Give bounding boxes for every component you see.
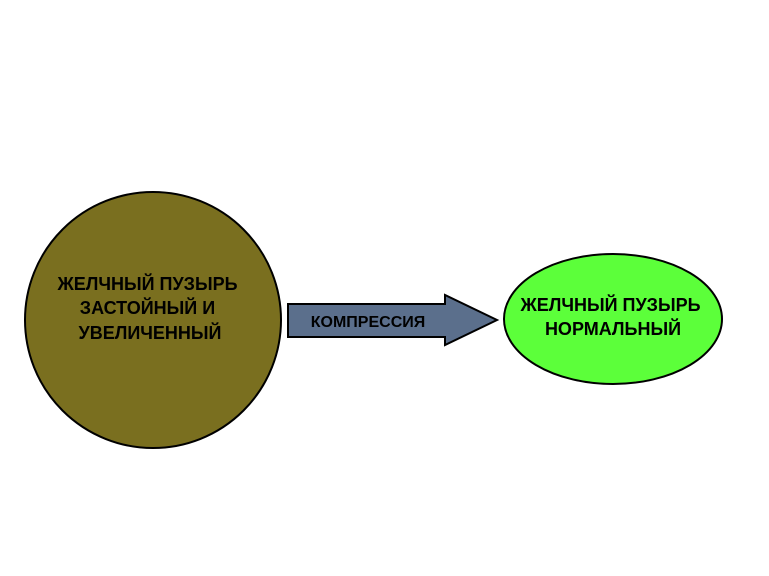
- node-normal-ellipse: [503, 253, 723, 385]
- node-stagnant-gallbladder: ЖЕЛЧНЫЙ ПУЗЫРЬ ЗАСТОЙНЫЙ И УВЕЛИЧЕННЫЙ: [24, 191, 282, 449]
- arrow-compression-label: КОМПРЕССИЯ: [311, 314, 426, 331]
- node-stagnant-line-3: УВЕЛИЧЕННЫЙ: [79, 322, 222, 343]
- node-stagnant-circle: [24, 191, 282, 449]
- node-normal-line-1: ЖЕЛЧНЫЙ ПУЗЫРЬ: [519, 294, 700, 315]
- node-normal-gallbladder: ЖЕЛЧНЫЙ ПУЗЫРЬ НОРМАЛЬНЫЙ: [503, 253, 723, 385]
- node-stagnant-line-1: ЖЕЛЧНЫЙ ПУЗЫРЬ: [56, 273, 237, 294]
- node-stagnant-label: ЖЕЛЧНЫЙ ПУЗЫРЬ ЗАСТОЙНЫЙ И УВЕЛИЧЕННЫЙ: [56, 273, 242, 343]
- arrow-compression-shape: [287, 293, 500, 347]
- arrow-compression: КОМПРЕССИЯ: [287, 293, 500, 347]
- node-normal-line-2: НОРМАЛЬНЫЙ: [545, 318, 681, 339]
- node-stagnant-line-2: ЗАСТОЙНЫЙ И: [80, 297, 215, 318]
- node-normal-label: ЖЕЛЧНЫЙ ПУЗЫРЬ НОРМАЛЬНЫЙ: [519, 294, 705, 339]
